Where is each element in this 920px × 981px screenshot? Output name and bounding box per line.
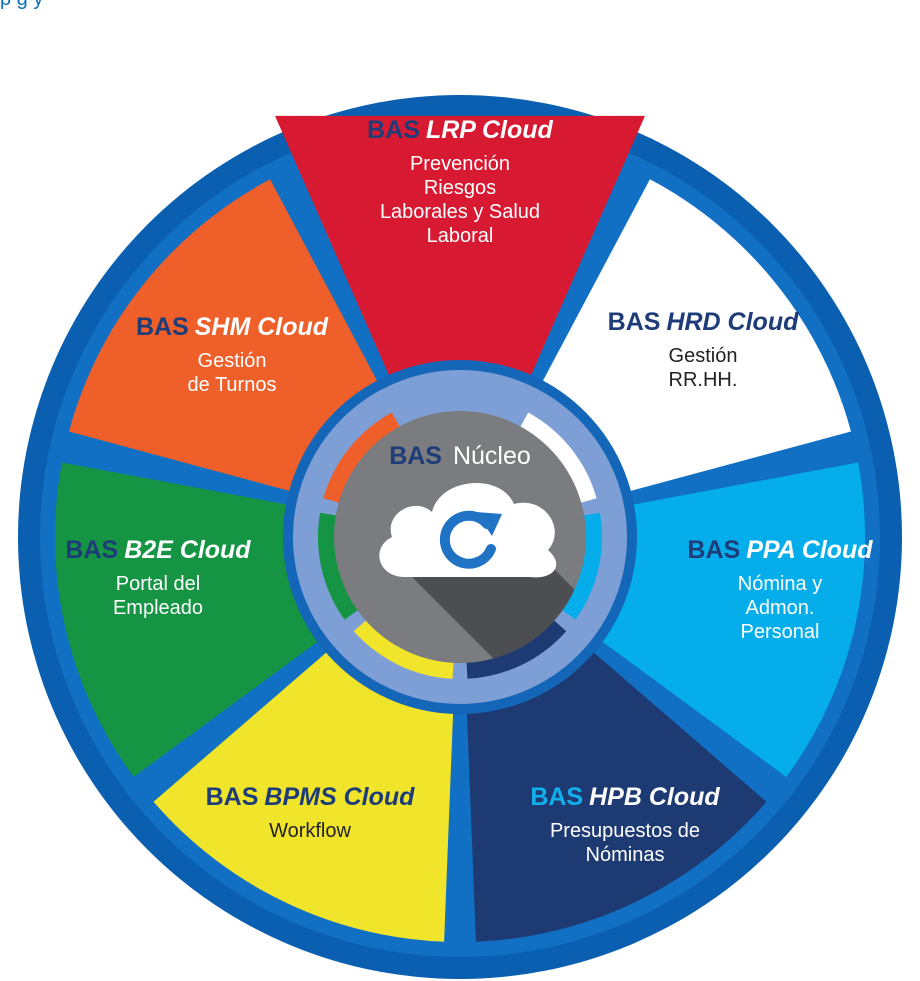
module-bas-b2e: BAS bbox=[65, 536, 118, 564]
module-desc-hpb: Nóminas bbox=[586, 844, 665, 866]
module-bas-shm: BAS bbox=[136, 313, 189, 341]
module-product-hrd: HRD Cloud bbox=[666, 308, 799, 336]
module-bas-lrp: BAS bbox=[367, 116, 420, 144]
core-label: BAS Núcleo bbox=[389, 442, 531, 470]
segment-shm bbox=[68, 179, 390, 498]
core-name: Núcleo bbox=[453, 442, 531, 470]
module-product-bpms: BPMS Cloud bbox=[264, 783, 415, 811]
module-desc-ppa: Admon. bbox=[746, 597, 815, 619]
module-bas-ppa: BAS bbox=[687, 536, 740, 564]
cloud-refresh-icon bbox=[379, 482, 557, 578]
refresh-arrow bbox=[439, 510, 496, 569]
module-product-ppa: PPA Cloud bbox=[746, 536, 873, 564]
core-arc-hrd bbox=[519, 412, 597, 504]
module-desc-hpb: Presupuestos de bbox=[550, 820, 700, 842]
inner-ring-edge bbox=[283, 360, 637, 714]
module-product-b2e: B2E Cloud bbox=[124, 536, 251, 564]
segment-hpb bbox=[465, 635, 767, 942]
module-bas-hrd: BAS bbox=[608, 308, 661, 336]
module-bas-bpms: BAS bbox=[206, 783, 259, 811]
module-bas-hpb: BAS bbox=[530, 783, 583, 811]
module-product-hpb: HPB Cloud bbox=[589, 783, 720, 811]
segment-hrd bbox=[530, 179, 852, 498]
module-desc-ppa: Nómina y bbox=[738, 573, 822, 595]
module-desc-ppa: Personal bbox=[741, 621, 820, 643]
module-desc-bpms: Workflow bbox=[269, 820, 351, 842]
segment-ppa bbox=[580, 462, 865, 777]
module-desc-lrp: Riesgos bbox=[424, 177, 496, 199]
core-bas: BAS bbox=[389, 442, 442, 470]
module-desc-lrp: Laborales y Salud bbox=[380, 201, 540, 223]
module-desc-lrp: Prevención bbox=[410, 153, 510, 175]
module-desc-hrd: RR.HH. bbox=[669, 369, 738, 391]
top-caption: p g y bbox=[0, 0, 920, 12]
module-desc-shm: Gestión bbox=[198, 350, 267, 372]
module-desc-shm: de Turnos bbox=[188, 374, 277, 396]
core-arc-shm bbox=[323, 412, 401, 504]
segment-bpms bbox=[153, 635, 455, 942]
module-desc-hrd: Gestión bbox=[669, 345, 738, 367]
cloud-shadow bbox=[410, 575, 586, 663]
segment-lrp bbox=[274, 115, 646, 400]
module-desc-b2e: Portal del bbox=[116, 573, 201, 595]
module-desc-lrp: Laboral bbox=[427, 225, 494, 247]
segment-b2e bbox=[55, 462, 340, 777]
module-product-lrp: LRP Cloud bbox=[426, 116, 554, 144]
module-product-shm: SHM Cloud bbox=[195, 313, 329, 341]
module-desc-b2e: Empleado bbox=[113, 597, 203, 619]
refresh-arrowhead bbox=[476, 512, 502, 536]
